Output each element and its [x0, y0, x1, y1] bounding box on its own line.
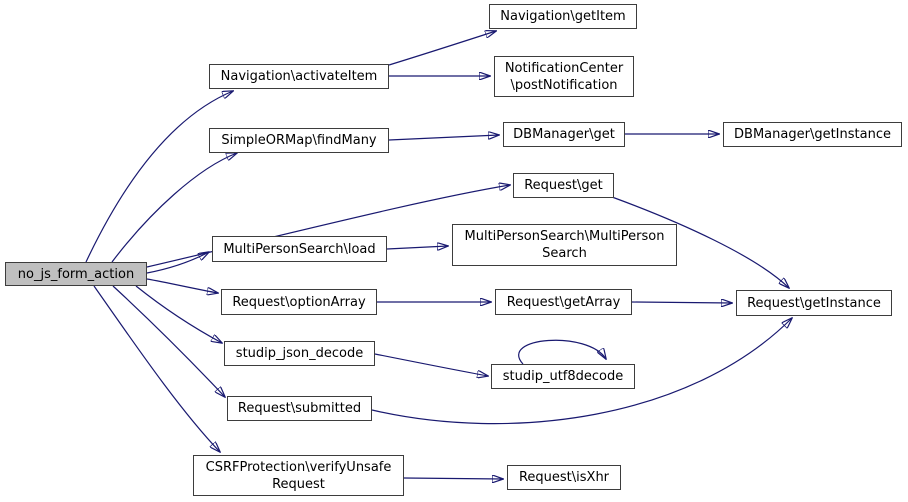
edge-requestget-requestgetinstance [611, 196, 789, 288]
node-csrfprotection-verifyunsaferequest[interactable]: CSRFProtection\verifyUnsafe Request [193, 455, 404, 496]
node-multipersonsearch-load[interactable]: MultiPersonSearch\load [212, 236, 387, 262]
node-no-js-form-action: no_js_form_action [5, 262, 147, 286]
node-request-submitted[interactable]: Request\submitted [227, 396, 372, 421]
edge-nojsformaction-csrfverify [93, 285, 220, 452]
node-simpleormap-findmany[interactable]: SimpleORMap\findMany [209, 128, 389, 153]
node-navigation-getitem[interactable]: Navigation\getItem [489, 4, 637, 29]
node-request-getinstance[interactable]: Request\getInstance [736, 290, 892, 316]
node-dbmanager-getinstance[interactable]: DBManager\getInstance [723, 122, 902, 147]
edge-nojsformaction-mpsload [146, 252, 209, 274]
edge-nojsformaction-submitted [112, 285, 225, 397]
node-multipersonsearch-multipersonsearch[interactable]: MultiPersonSearch\MultiPerson Search [452, 224, 677, 266]
node-navigation-activateitem[interactable]: Navigation\activateItem [209, 64, 389, 89]
edge-nojsformaction-activateitem [85, 91, 233, 263]
edge-csrfverify-isxhr [403, 478, 503, 479]
edge-getarray-requestgetinstance [631, 302, 732, 303]
edge-nojsformaction-jsondecode [135, 285, 222, 343]
edge-activateitem-getitem [388, 31, 496, 66]
node-notificationcenter-postnotification[interactable]: NotificationCenter \postNotification [494, 56, 634, 97]
edge-findmany-dbmanagerget [388, 135, 499, 141]
edge-submitted-requestgetinstance [371, 318, 792, 425]
node-request-get[interactable]: Request\get [513, 173, 614, 198]
edge-mpsload-mpssearch [386, 246, 448, 249]
edge-utf8decode-selfloop [518, 339, 606, 365]
node-request-isxhr[interactable]: Request\isXhr [507, 465, 621, 490]
edge-jsondecode-utf8decode [374, 353, 488, 376]
edge-nojsformaction-optionarray [146, 278, 218, 293]
node-request-getarray[interactable]: Request\getArray [495, 289, 632, 315]
node-studip-json-decode[interactable]: studip_json_decode [224, 341, 375, 366]
edge-nojsformaction-findmany [111, 153, 237, 263]
node-request-optionarray[interactable]: Request\optionArray [221, 289, 377, 315]
node-dbmanager-get[interactable]: DBManager\get [503, 122, 625, 147]
node-studip-utf8decode[interactable]: studip_utf8decode [491, 364, 635, 389]
